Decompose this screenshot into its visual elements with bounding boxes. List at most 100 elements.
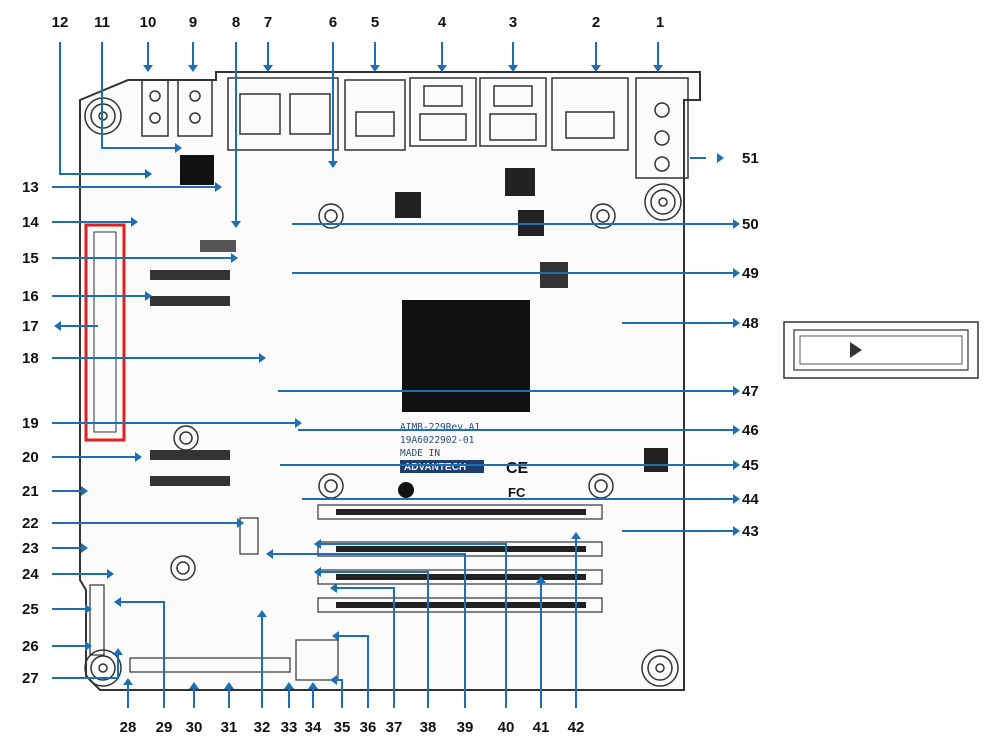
callout-number-9: 9 [189,14,197,31]
leader-line-38 [316,571,429,708]
callout-number-32: 32 [254,719,271,736]
arrowhead-13 [215,182,222,192]
memory-slots [317,504,603,613]
callout-number-29: 29 [156,719,173,736]
silkscreen: AIMB-229Rev.A1 19A6022902-01 MADE IN ADV… [398,422,529,500]
callout-labels: 1234567891011121314151617181920212223242… [22,14,759,736]
bottom-headers [89,517,339,681]
arrowhead-3 [508,65,518,72]
ul-mark [398,482,414,498]
callout-number-48: 48 [742,315,759,332]
arrowhead-22 [237,518,244,528]
arrowhead-35 [330,675,337,685]
callout-number-12: 12 [52,14,69,31]
callout-number-10: 10 [140,14,157,31]
header-inset-illustration [783,321,979,379]
arrowhead-15 [231,253,238,263]
arrowhead-38 [314,567,321,577]
arrowhead-41 [536,576,546,583]
callout-number-35: 35 [334,719,351,736]
arrowhead-20 [135,452,142,462]
arrowhead-40 [314,539,321,549]
ce-mark: CE [506,460,529,477]
silk-model: AIMB-229Rev.A1 [400,422,480,433]
callout-number-34: 34 [305,719,322,736]
arrowhead-46 [733,425,740,435]
arrowhead-18 [259,353,266,363]
leader-line-27 [52,650,119,679]
arrowhead-7 [263,65,273,72]
callout-number-21: 21 [22,483,39,500]
callout-number-50: 50 [742,216,759,233]
callout-number-18: 18 [22,350,39,367]
arrowhead-44 [733,494,740,504]
arrowhead-5 [370,65,380,72]
leader-line-40 [316,543,507,708]
callout-number-7: 7 [264,14,272,31]
fc-mark: FC [508,485,526,500]
callout-number-19: 19 [22,415,39,432]
callout-number-42: 42 [568,719,585,736]
leader-line-12 [59,42,150,175]
callout-number-15: 15 [22,250,39,267]
callout-number-30: 30 [186,719,203,736]
arrowhead-10 [143,65,153,72]
leader-line-37 [332,587,395,708]
leader-line-29 [116,601,165,708]
silk-part-number: 19A6022902-01 [400,435,475,446]
arrowhead-12 [145,169,152,179]
arrowhead-8 [231,221,241,228]
callout-number-38: 38 [420,719,437,736]
arrowhead-1 [653,65,663,72]
arrowhead-24 [107,569,114,579]
arrowhead-48 [733,318,740,328]
silk-made-in: MADE IN [400,448,440,459]
arrowhead-23 [81,543,88,553]
arrowhead-36 [332,631,339,641]
arrowhead-37 [330,583,337,593]
board-chips [150,155,668,486]
arrowhead-2 [591,65,601,72]
callout-number-33: 33 [281,719,298,736]
leader-line-11 [101,42,180,149]
arrowhead-49 [733,268,740,278]
arrowhead-42 [571,532,581,539]
arrowhead-14 [131,217,138,227]
callout-number-47: 47 [742,383,759,400]
board-outline [79,71,701,691]
arrowhead-25 [85,604,92,614]
callout-number-4: 4 [438,14,447,31]
arrowhead-51 [717,153,724,163]
arrowhead-39 [266,549,273,559]
callout-number-27: 27 [22,670,39,687]
arrowhead-32 [257,610,267,617]
callout-number-28: 28 [120,719,137,736]
arrowhead-17 [54,321,61,331]
arrowhead-6 [328,161,338,168]
callout-number-2: 2 [592,14,600,31]
callout-number-45: 45 [742,457,759,474]
callout-number-8: 8 [232,14,240,31]
arrowhead-50 [733,219,740,229]
callout-number-5: 5 [371,14,379,31]
callout-number-25: 25 [22,601,39,618]
callout-number-3: 3 [509,14,517,31]
callout-number-16: 16 [22,288,39,305]
arrowhead-16 [145,291,152,301]
callout-number-23: 23 [22,540,39,557]
callout-leaders [52,42,740,708]
callout-number-44: 44 [742,491,759,508]
brand-logo: ADVANTECH [404,462,466,473]
arrowhead-28 [123,678,133,685]
arrowhead-34 [308,682,318,689]
callout-number-26: 26 [22,638,39,655]
left-header-highlight [84,223,126,442]
callout-number-13: 13 [22,179,39,196]
callout-number-31: 31 [221,719,238,736]
mounting-holes [84,97,682,687]
callout-number-37: 37 [386,719,403,736]
arrowhead-47 [733,386,740,396]
callout-number-41: 41 [533,719,550,736]
callout-number-46: 46 [742,422,759,439]
arrowhead-9 [188,65,198,72]
